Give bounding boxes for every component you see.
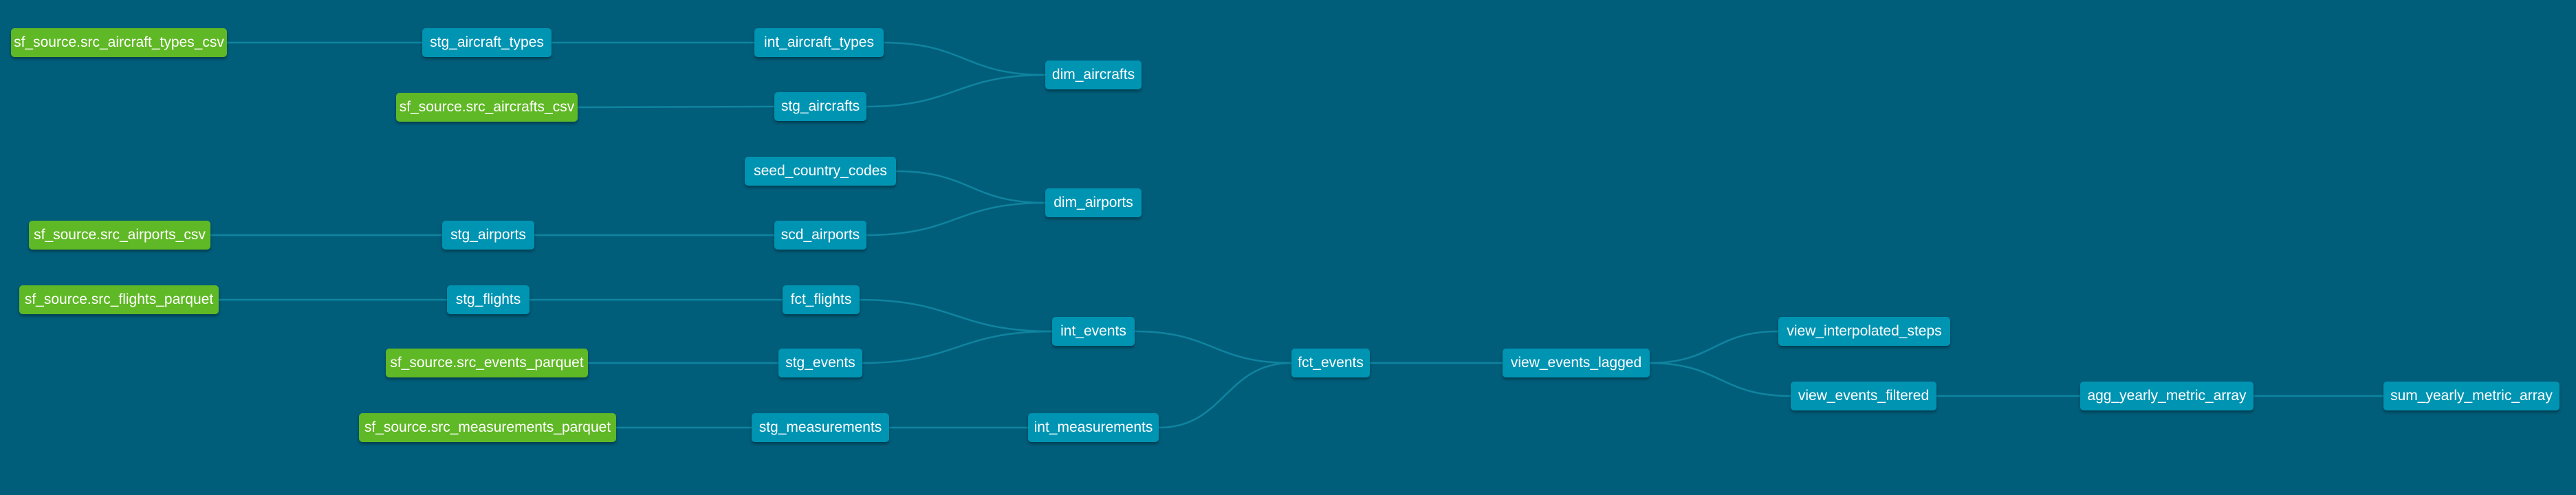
edge-fct_flights-to-int_events — [859, 298, 1053, 333]
node-view-interpolated-steps[interactable]: view_interpolated_steps — [1778, 317, 1950, 346]
edge-int_measurements-to-fct_events — [1158, 362, 1292, 429]
node-seed-country-codes[interactable]: seed_country_codes — [745, 157, 896, 186]
edge-stg_events-to-int_events — [862, 330, 1053, 364]
edge-view_events_lagged-to-view_events_filtered — [1649, 362, 1791, 397]
edge-int_events-to-fct_events — [1134, 330, 1292, 364]
edge-int_aircraft_types-to-dim_aircrafts — [883, 41, 1046, 76]
node-dim-aircrafts[interactable]: dim_aircrafts — [1045, 60, 1142, 89]
node-scd-airports[interactable]: scd_airports — [774, 221, 866, 250]
edge-stg_aircrafts-to-dim_aircrafts — [866, 74, 1046, 108]
node-int-events[interactable]: int_events — [1052, 317, 1135, 346]
edge-view_events_lagged-to-view_interpolated_steps — [1649, 330, 1779, 364]
node-src-aircraft-types-csv[interactable]: sf_source.src_aircraft_types_csv — [11, 28, 227, 57]
node-stg-measurements[interactable]: stg_measurements — [752, 413, 889, 442]
node-stg-events[interactable]: stg_events — [778, 349, 862, 377]
node-fct-flights[interactable]: fct_flights — [783, 285, 860, 314]
node-int-aircraft-types[interactable]: int_aircraft_types — [754, 28, 884, 57]
node-src-events-parquet[interactable]: sf_source.src_events_parquet — [386, 349, 588, 377]
node-view-events-lagged[interactable]: view_events_lagged — [1503, 349, 1650, 377]
node-sum-yearly-metric-array[interactable]: sum_yearly_metric_array — [2383, 382, 2559, 410]
node-stg-aircrafts[interactable]: stg_aircrafts — [774, 92, 866, 121]
node-src-measurements-parquet[interactable]: sf_source.src_measurements_parquet — [359, 413, 616, 442]
node-src-aircrafts-csv[interactable]: sf_source.src_aircrafts_csv — [396, 93, 578, 122]
node-view-events-filtered[interactable]: view_events_filtered — [1791, 382, 1936, 410]
node-agg-yearly-metric-array[interactable]: agg_yearly_metric_array — [2080, 382, 2253, 410]
node-stg-airports[interactable]: stg_airports — [442, 221, 534, 250]
node-fct-events[interactable]: fct_events — [1291, 349, 1370, 377]
edge-scd_airports-to-dim_airports — [866, 201, 1046, 236]
edge-seed_country_codes-to-dim_airports — [895, 170, 1046, 204]
node-src-flights-parquet[interactable]: sf_source.src_flights_parquet — [19, 285, 219, 314]
node-src-airports-csv[interactable]: sf_source.src_airports_csv — [29, 221, 210, 250]
node-stg-flights[interactable]: stg_flights — [447, 285, 530, 314]
node-dim-airports[interactable]: dim_airports — [1045, 188, 1142, 217]
node-int-measurements[interactable]: int_measurements — [1028, 413, 1159, 442]
node-stg-aircraft-types[interactable]: stg_aircraft_types — [422, 28, 552, 57]
